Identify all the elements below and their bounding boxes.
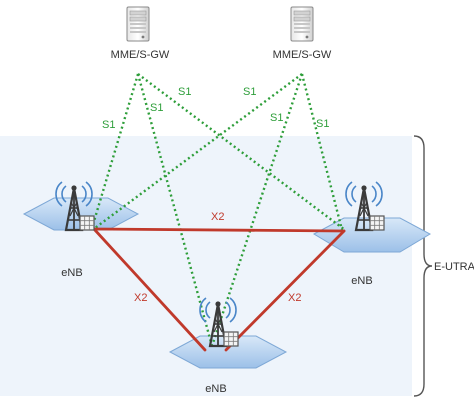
- s1-link-mme-left-enb-left: [90, 73, 140, 229]
- enb-right-label: eNB: [351, 275, 372, 287]
- s1-label: S1: [316, 118, 329, 130]
- s1-label: S1: [243, 86, 256, 98]
- enb-left-label: eNB: [61, 267, 82, 279]
- s1-label: S1: [150, 102, 163, 114]
- mme-sgw-right-label: MME/S-GW: [273, 49, 332, 61]
- server-icon: [126, 6, 150, 42]
- x2-label: X2: [134, 292, 147, 304]
- mme-sgw-right: MME/S-GW: [273, 6, 332, 61]
- s1-label: S1: [270, 112, 283, 124]
- s1-link-mme-left-enb-bottom: [136, 73, 214, 347]
- enb-bottom-label: eNB: [205, 383, 226, 395]
- enb-right: eNB: [344, 180, 386, 287]
- s1-link-mme-right-enb-left: [94, 73, 303, 229]
- s1-link-mme-left-enb-right: [137, 73, 346, 231]
- s1-links: [90, 73, 346, 347]
- e-utran-label: E-UTRAN: [434, 261, 474, 273]
- x2-link-right-bottom: [224, 229, 346, 352]
- server-icon: [290, 6, 314, 42]
- x2-label: X2: [211, 211, 224, 223]
- s1-label: S1: [102, 119, 115, 131]
- x2-link-left-right: [92, 227, 346, 233]
- x2-label: X2: [288, 292, 301, 304]
- enb-left-cell: [22, 197, 140, 231]
- enb-bottom: eNB: [198, 296, 240, 395]
- x2-links: [92, 227, 346, 352]
- mme-sgw-left-label: MME/S-GW: [111, 49, 170, 61]
- x2-link-left-bottom: [92, 227, 207, 352]
- e-utran-brace: [413, 135, 433, 397]
- mme-sgw-left: MME/S-GW: [111, 6, 170, 61]
- s1-label: S1: [178, 86, 191, 98]
- enb-right-cell: [312, 217, 432, 253]
- enb-left: eNB: [54, 180, 96, 279]
- s1-link-mme-right-enb-right: [300, 73, 344, 231]
